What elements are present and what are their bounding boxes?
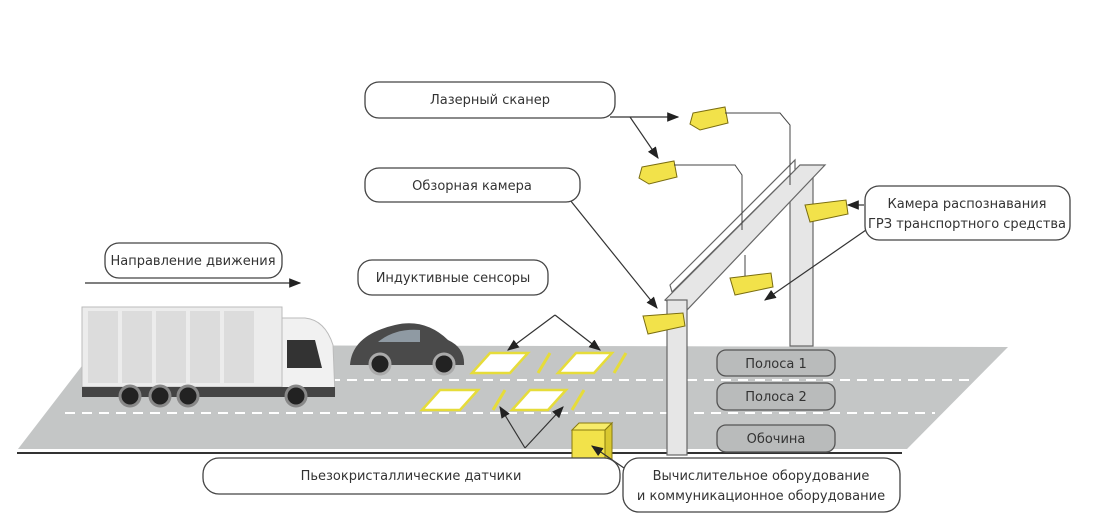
arrow-inductive-1: [507, 314, 556, 351]
truck: [81, 306, 336, 408]
car: [350, 323, 465, 376]
svg-text:Обзорная камера: Обзорная камера: [412, 179, 532, 194]
svg-text:Полоса 1: Полоса 1: [745, 357, 807, 372]
overview-camera: [642, 312, 686, 335]
arrow-computing: [591, 445, 625, 469]
arrow-piezo-1: [499, 405, 526, 449]
lane-badge-1: Полоса 1: [716, 349, 836, 377]
svg-text:Лазерный сканер: Лазерный сканер: [430, 93, 550, 108]
gantry: [663, 158, 827, 456]
arrow-inductive-2: [554, 314, 601, 351]
svg-text:и коммуникационное оборудовани: и коммуникационное оборудование: [637, 489, 885, 504]
svg-text:Направление движения: Направление движения: [110, 254, 275, 269]
svg-text:Вычислительное оборудование: Вычислительное оборудование: [653, 469, 870, 484]
piezo-sensor-strips: [491, 352, 628, 411]
plate-camera-upper: [804, 199, 849, 223]
label-laser-scanner: Лазерный сканер: [364, 81, 616, 119]
svg-text:Камера распознавания: Камера распознавания: [888, 197, 1047, 212]
arrow-plate-2: [764, 229, 867, 301]
laser-scanner-bottom: [638, 160, 743, 230]
label-piezo-sensors: Пьезокристаллические датчики: [202, 457, 621, 495]
label-inductive-sensors: Индуктивные сенсоры: [357, 259, 549, 296]
arrow-overview: [569, 199, 658, 309]
label-direction: Направление движения: [104, 242, 283, 279]
arrow-laser-2: [629, 116, 659, 159]
label-plate-camera: Камера распознавания ГРЗ транспортного с…: [864, 185, 1071, 241]
plate-camera-lower: [729, 255, 774, 296]
svg-text:Полоса 2: Полоса 2: [745, 390, 807, 405]
arrow-piezo-2: [524, 406, 564, 449]
lane-badge-2: Полоса 2: [716, 382, 836, 411]
label-computing: Вычислительное оборудование и коммуникац…: [622, 457, 901, 513]
svg-text:Пьезокристаллические датчики: Пьезокристаллические датчики: [301, 469, 522, 484]
inductive-sensor-loops: [419, 351, 615, 412]
label-overview-camera: Обзорная камера: [364, 167, 581, 203]
svg-text:Обочина: Обочина: [747, 432, 806, 447]
lane-badge-shoulder: Обочина: [716, 424, 836, 453]
svg-text:ГРЗ транспортного средства: ГРЗ транспортного средства: [868, 217, 1066, 232]
laser-scanner-top: [689, 106, 791, 185]
svg-text:Индуктивные сенсоры: Индуктивные сенсоры: [376, 271, 531, 286]
